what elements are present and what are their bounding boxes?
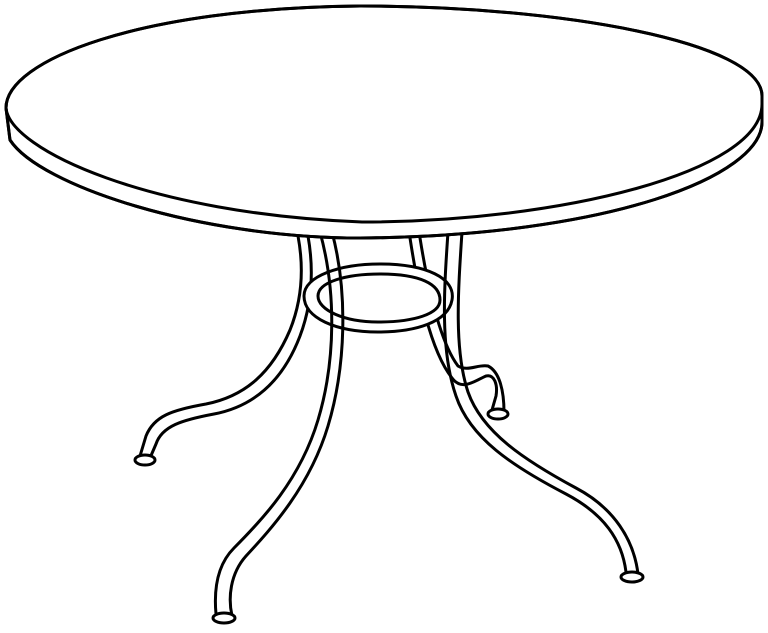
- support-ring: [302, 262, 454, 334]
- back-left-leg: [133, 234, 313, 467]
- front-left-leg: [211, 230, 345, 625]
- front-right-leg: [442, 230, 645, 584]
- table-top: [4, 4, 764, 240]
